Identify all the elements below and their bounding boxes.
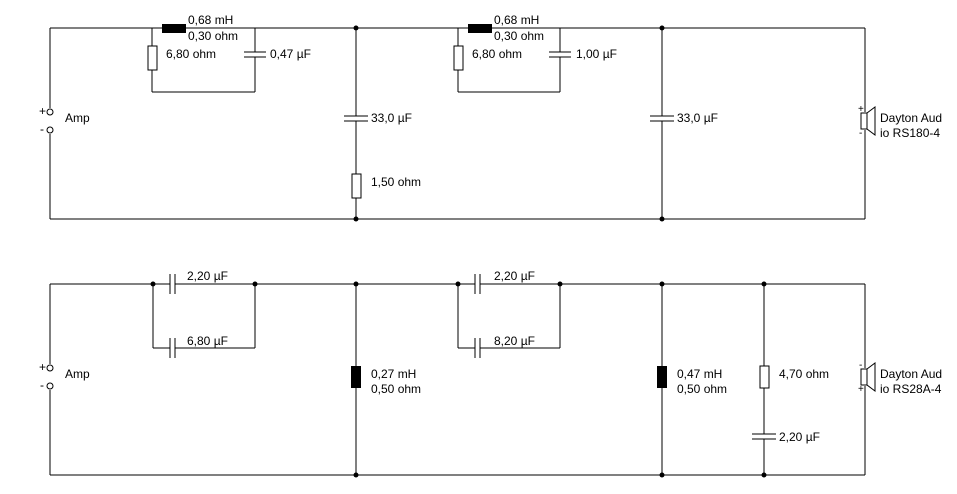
bottom-speaker-top-sign: - bbox=[859, 360, 862, 371]
bottom-c2b-label: 8,20 µF bbox=[494, 334, 535, 348]
top-amp-minus: - bbox=[40, 122, 44, 136]
top-speaker-plus: + bbox=[858, 104, 864, 115]
top-r1-resistor bbox=[147, 45, 158, 71]
bottom-lshunt2-value: 0,47 mH bbox=[677, 367, 722, 381]
bottom-speaker-name-1: Dayton Aud bbox=[880, 367, 942, 381]
top-amp-label: Amp bbox=[65, 111, 90, 125]
speaker-icon bbox=[860, 362, 876, 392]
top-series-inductor-1: 0,68 mH 0,30 ohm bbox=[162, 13, 238, 43]
top-speaker-name-2: io RS180-4 bbox=[880, 126, 940, 140]
bottom-shunt-rc: 4,70 ohm 2,20 µF bbox=[752, 281, 829, 478]
bottom-series-caps-1: 2,20 µF 6,80 µF bbox=[150, 269, 258, 358]
top-c1-label: 0,47 µF bbox=[270, 47, 311, 61]
bottom-amp-minus: - bbox=[40, 378, 44, 392]
top-cshunt1-label: 33,0 µF bbox=[371, 111, 412, 125]
top-c2-label: 1,00 µF bbox=[576, 47, 617, 61]
bottom-amp-plus: + bbox=[39, 360, 46, 374]
bottom-cshunt3-label: 2,20 µF bbox=[779, 430, 820, 444]
top-series-inductor-2: 0,68 mH 0,30 ohm bbox=[468, 13, 544, 43]
bottom-lshunt1-resistance: 0,50 ohm bbox=[371, 382, 421, 396]
top-speaker-minus: - bbox=[859, 128, 862, 139]
top-rshunt1-label: 1,50 ohm bbox=[371, 175, 421, 189]
bottom-shunt-inductor-1: 0,27 mH 0,50 ohm bbox=[351, 281, 421, 478]
top-r2-resistor bbox=[453, 45, 464, 71]
top-r2-label: 6,80 ohm bbox=[472, 47, 522, 61]
top-l2-value: 0,68 mH bbox=[494, 13, 539, 27]
bottom-series-caps-2: 2,20 µF 8,20 µF bbox=[455, 269, 563, 358]
top-speaker: + - Dayton Aud io RS180-4 bbox=[858, 28, 942, 219]
top-shunt-2: 33,0 µF bbox=[650, 25, 718, 222]
bottom-speaker-bottom-sign: + bbox=[858, 384, 864, 395]
top-l1-resistance: 0,30 ohm bbox=[188, 29, 238, 43]
bottom-rshunt3-resistor bbox=[759, 365, 770, 389]
bottom-circuit: + - Amp 2,20 µF 6,80 µF bbox=[39, 269, 942, 478]
top-rshunt1-resistor bbox=[351, 173, 362, 199]
top-l1-value: 0,68 mH bbox=[188, 13, 233, 27]
bottom-c2a-label: 2,20 µF bbox=[494, 269, 535, 283]
bottom-c1a-label: 2,20 µF bbox=[187, 269, 228, 283]
speaker-icon bbox=[860, 106, 876, 136]
top-r1-label: 6,80 ohm bbox=[166, 47, 216, 61]
top-amp-plus: + bbox=[39, 104, 46, 118]
bottom-shunt-inductor-2: 0,47 mH 0,50 ohm bbox=[657, 281, 727, 478]
bottom-amp-label: Amp bbox=[65, 367, 90, 381]
bottom-rshunt3-label: 4,70 ohm bbox=[779, 367, 829, 381]
bottom-speaker: - + Dayton Aud io RS28A-4 bbox=[858, 284, 942, 475]
bottom-lshunt1-value: 0,27 mH bbox=[371, 367, 416, 381]
top-zobel-2: 6,80 ohm 1,00 µF bbox=[453, 28, 617, 93]
bottom-c1b-label: 6,80 µF bbox=[187, 334, 228, 348]
bottom-amp-terminals: + - Amp bbox=[39, 284, 90, 475]
top-zobel-1: 6,80 ohm 0,47 µF bbox=[147, 28, 311, 93]
top-l2-resistance: 0,30 ohm bbox=[494, 29, 544, 43]
top-amp-terminals: + - Amp bbox=[39, 28, 90, 219]
top-speaker-name-1: Dayton Aud bbox=[880, 111, 942, 125]
bottom-lshunt2-resistance: 0,50 ohm bbox=[677, 382, 727, 396]
top-circuit: + - Amp 0,68 mH 0,30 ohm 6,80 ohm 0,47 µ… bbox=[39, 13, 942, 222]
top-shunt-1: 33,0 µF 1,50 ohm bbox=[344, 25, 421, 222]
top-cshunt2-label: 33,0 µF bbox=[677, 111, 718, 125]
bottom-speaker-name-2: io RS28A-4 bbox=[880, 382, 942, 396]
